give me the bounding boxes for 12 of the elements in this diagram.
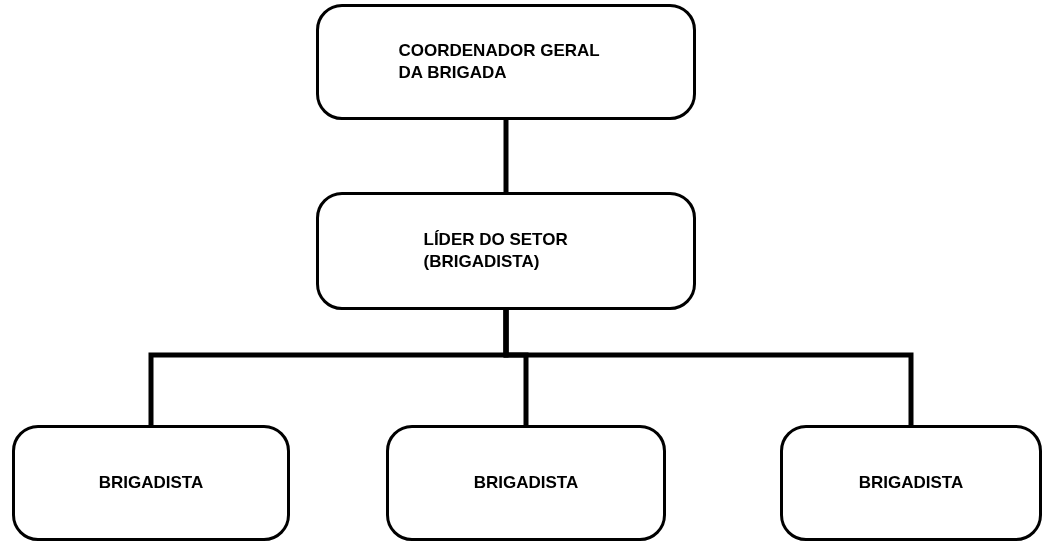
rounded-box (316, 192, 696, 310)
rounded-box (780, 425, 1042, 541)
rounded-box (12, 425, 290, 541)
connector-line (503, 120, 509, 192)
box-label: LÍDER DO SETOR (BRIGADISTA) (423, 229, 569, 273)
box-label: BRIGADISTA (473, 472, 579, 494)
box-label: BRIGADISTA (98, 472, 204, 494)
rounded-box (316, 4, 696, 120)
rounded-box (386, 425, 666, 541)
box-label: COORDENADOR GERAL DA BRIGADA (398, 40, 601, 84)
connector-line (503, 310, 914, 425)
box-label: BRIGADISTA (858, 472, 964, 494)
